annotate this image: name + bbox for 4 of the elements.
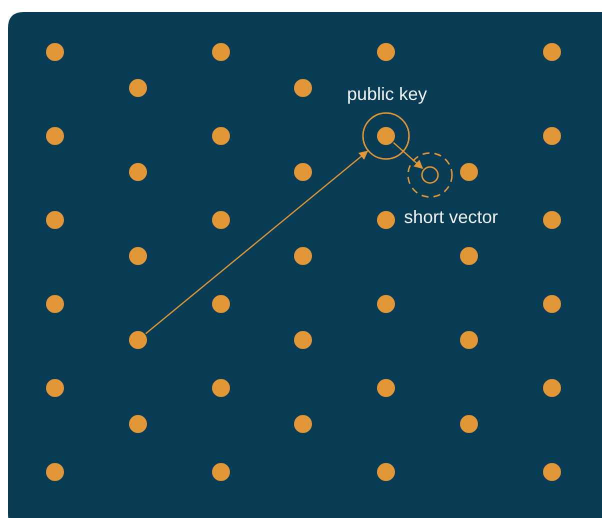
arrow — [393, 142, 424, 169]
point-label: public key — [346, 84, 428, 104]
point-label: short vector — [404, 207, 498, 227]
arrow — [145, 150, 368, 334]
